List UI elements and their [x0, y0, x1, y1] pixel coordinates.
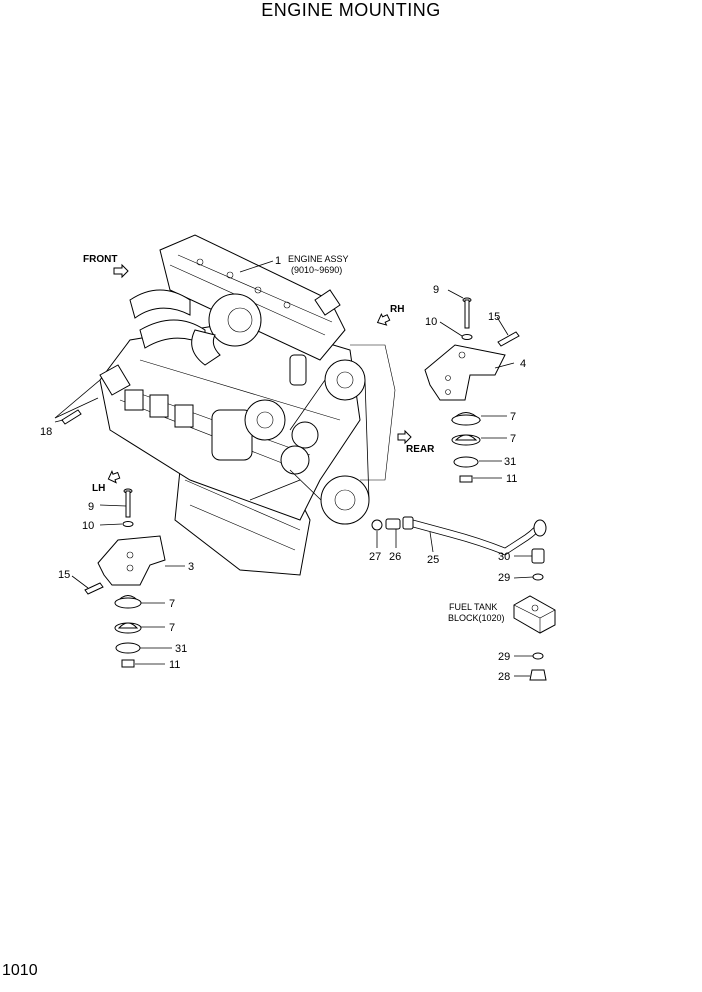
engine-range-label: (9010~9690)	[291, 265, 342, 275]
fuel-tank-label: FUEL TANK	[449, 602, 497, 612]
rh-bracket-callout: 4	[520, 358, 526, 370]
lh-label: LH	[92, 483, 105, 494]
lh-mount-upper-callout: 7	[169, 598, 175, 610]
rh-bolt-callout: 9	[433, 284, 439, 296]
connector-callout: 30	[498, 551, 510, 563]
rear-label: REAR	[406, 444, 435, 455]
lh-bracket-callout: 3	[188, 561, 194, 573]
side-screw-callout: 18	[40, 426, 52, 438]
rh-plate-callout: 31	[504, 456, 516, 468]
fuel-tank-block-label: BLOCK(1020)	[448, 613, 505, 623]
engine-name-label: ENGINE ASSY	[288, 254, 349, 264]
lh-mount-lower-callout: 7	[169, 622, 175, 634]
plug-callout: 28	[498, 671, 510, 683]
rh-mount-parts	[424, 297, 520, 483]
leader-lines	[54, 260, 534, 677]
rear-arrow-icon	[397, 429, 412, 445]
front-label: FRONT	[83, 254, 117, 265]
lh-bolt-callout: 9	[88, 501, 94, 513]
rh-washer-callout: 10	[425, 316, 437, 328]
lh-washer-callout: 10	[82, 520, 94, 532]
engine-assembly-drawing	[99, 234, 396, 576]
rh-arrow-icon	[376, 312, 391, 326]
page-title: ENGINE MOUNTING	[261, 0, 441, 20]
oring-top-callout: 29	[498, 572, 510, 584]
rh-label: RH	[390, 304, 404, 315]
fitting-a-callout: 27	[369, 551, 381, 563]
rh-mount-upper-callout: 7	[510, 411, 516, 423]
oring-bottom-callout: 29	[498, 651, 510, 663]
page-number: 1010	[2, 962, 38, 979]
rh-screw-callout: 15	[488, 311, 500, 323]
fitting-b-callout: 26	[389, 551, 401, 563]
lh-plate-callout: 31	[175, 643, 187, 655]
hose-callout: 25	[427, 554, 439, 566]
lh-nut-callout: 11	[169, 659, 180, 671]
rh-mount-lower-callout: 7	[510, 433, 516, 445]
lh-arrow-icon	[107, 470, 121, 484]
fuel-line-parts	[371, 516, 556, 681]
engine-callout: 1	[275, 255, 281, 267]
lh-screw-callout: 15	[58, 569, 70, 581]
direction-arrows	[107, 263, 412, 484]
front-arrow-icon	[113, 263, 129, 279]
side-screw-part	[61, 409, 82, 425]
rh-nut-callout: 11	[506, 473, 517, 485]
lh-mount-parts	[84, 488, 166, 668]
